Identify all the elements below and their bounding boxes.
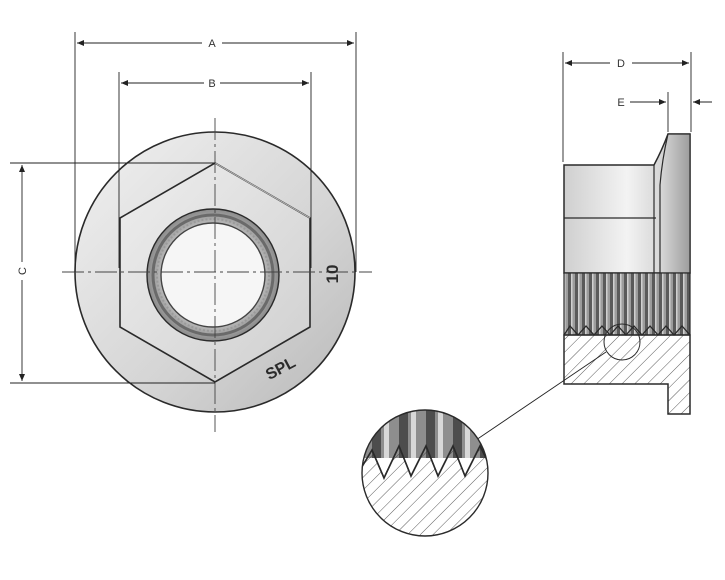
detail-circle-outline [361, 409, 489, 537]
side-flange [659, 133, 691, 274]
grade-marking: 10 [323, 265, 342, 284]
dimension-c [10, 162, 215, 384]
front-view: 10 SPL [62, 118, 372, 432]
side-view [563, 133, 691, 415]
dimension-d-label: D [617, 58, 625, 70]
bore-inner [160, 222, 266, 328]
side-thread-section [563, 272, 691, 336]
detail-callout-circle [603, 323, 641, 361]
dimension-a [74, 32, 357, 272]
dimension-b [118, 72, 312, 268]
thread-detail-view [361, 409, 489, 537]
front-center-lines [62, 118, 372, 432]
detail-leader-line [475, 351, 607, 441]
dimension-b-label: B [208, 78, 215, 90]
dimension-c-label: C [17, 267, 29, 275]
dimension-e-label: E [617, 97, 624, 109]
dimension-a-label: A [208, 38, 216, 50]
dimension-e [630, 92, 712, 132]
side-hatched-section [563, 334, 691, 415]
dimension-d [562, 52, 692, 162]
